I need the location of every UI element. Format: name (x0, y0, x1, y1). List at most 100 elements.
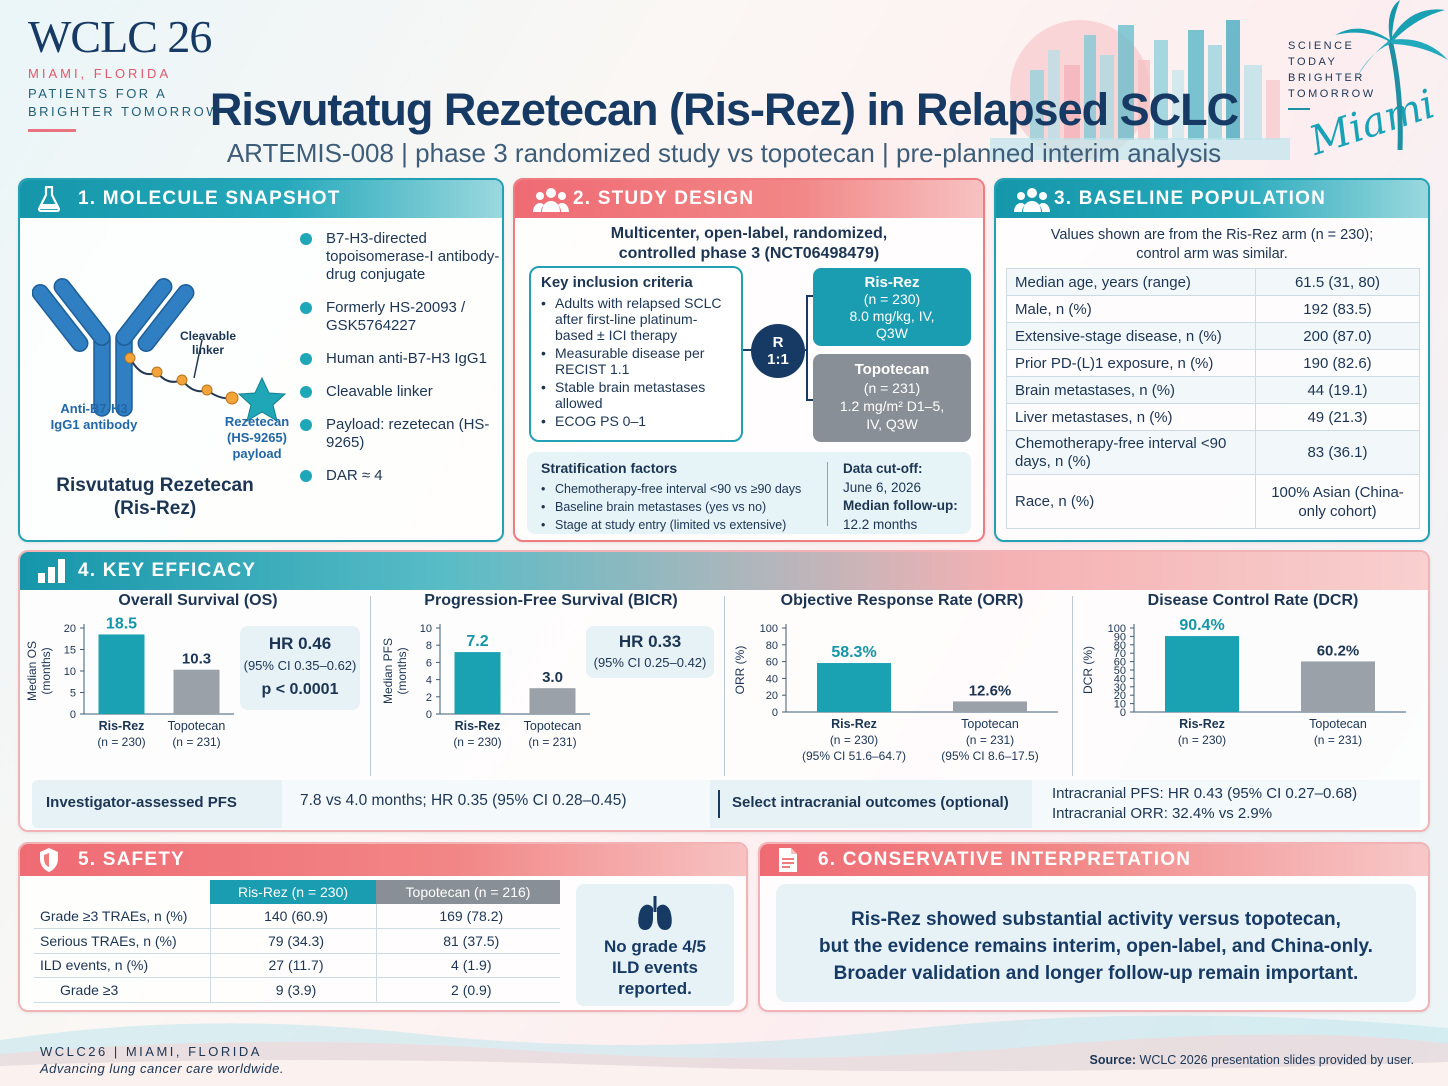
table-cell-value: 49 (21.3) (1255, 403, 1420, 431)
flask-icon (38, 184, 78, 214)
people-group-icon (1014, 184, 1054, 214)
baseline-population-panel: 3. BASELINE POPULATION Values shown are … (994, 178, 1430, 542)
molecule-name-line: (Ris-Rez) (113, 498, 197, 519)
data-label: 90.4% (1179, 617, 1224, 634)
source-label: Source: (1089, 1053, 1137, 1067)
y-tick-label: 80 (766, 640, 778, 652)
footer-wave-decoration (0, 1015, 1448, 1086)
table-header: Topotecan (n = 216) (376, 880, 560, 904)
bar (817, 663, 891, 712)
intracranial-label: Select intracranial outcomes (optional) (732, 794, 1009, 811)
logo-mark: WCLC 26 (28, 11, 212, 62)
chart-title: Objective Response Rate (ORR) (780, 592, 1024, 609)
payload-label: payload (232, 446, 281, 461)
footer-tagline: Advancing lung cancer care worldwide. (40, 1061, 284, 1076)
bar (454, 652, 501, 714)
design-panel-title: 2. STUDY DESIGN (573, 188, 755, 209)
y-tick-label: 6 (426, 657, 432, 669)
data-label: 60.2% (1317, 642, 1360, 659)
data-label: 3.0 (542, 669, 563, 686)
table-cell-label: Extensive-stage disease, n (%) (1006, 322, 1256, 350)
safety-panel-header: 5. SAFETY (20, 844, 746, 876)
page-subtitle: ARTEMIS-008 | phase 3 randomized study v… (226, 138, 1222, 168)
chart-title: Overall Survival (OS) (118, 592, 278, 609)
table-cell-label: ILD events, n (%) (34, 953, 210, 978)
divider (370, 596, 371, 776)
arm-dose: IV, Q3W (866, 416, 918, 432)
x-tick-note: (95% CI 8.6–17.5) (941, 749, 1038, 763)
y-tick-label: 20 (1114, 690, 1126, 702)
y-axis-label: Median PFS(months) (381, 638, 409, 704)
x-tick-label: Topotecan (961, 717, 1019, 731)
arm-topotecan: Topotecan (n = 231) 1.2 mg/m² D1–5, IV, … (813, 354, 971, 442)
list-item: Payload: rezetecan (HS-9265) (300, 416, 500, 452)
x-tick-label: Topotecan (168, 719, 226, 733)
antibody-label: IgG1 antibody (51, 417, 138, 432)
y-tick-label: 80 (1114, 640, 1126, 652)
side-tagline-line: TOMORROW (1288, 88, 1376, 100)
table-cell-value: 61.5 (31, 80) (1255, 268, 1420, 296)
logo-location: MIAMI, FLORIDA (28, 66, 172, 81)
cutoff-label: Data cut-off: (843, 461, 923, 476)
bar (953, 701, 1027, 712)
stratification-list: Chemotherapy-free interval <90 vs ≥90 da… (541, 480, 801, 534)
table-cell-value: 140 (60.9) (209, 904, 376, 929)
confidence-interval: (95% CI 0.25–0.42) (593, 655, 707, 670)
design-summary-line: Multicenter, open-label, randomized, (610, 225, 888, 242)
y-tick-label: 2 (426, 692, 432, 704)
side-tagline: SCIENCE TODAY BRIGHTER TOMORROW (1288, 38, 1376, 110)
ild-message-line: reported. (618, 979, 692, 998)
arm-n: (n = 230) (863, 291, 921, 307)
intracranial-orr: Intracranial ORR: 32.4% vs 2.9% (1052, 805, 1273, 822)
y-tick-label: 90 (1114, 631, 1126, 643)
molecule-bullet-list: B7-H3-directed topoisomerase-I antibody-… (300, 230, 500, 500)
footer-source: Source: WCLC 2026 presentation slides pr… (1090, 1053, 1415, 1067)
bar (98, 634, 145, 714)
table-row: Liver metastases, n (%)49 (21.3) (1006, 403, 1420, 431)
y-tick-label: 0 (772, 707, 778, 719)
divider (724, 596, 725, 776)
side-tagline-line: TODAY (1288, 56, 1338, 68)
interpretation-line: Broader validation and longer follow-up … (833, 963, 1359, 984)
y-tick-label: 10 (1114, 699, 1126, 711)
document-icon (778, 845, 818, 875)
bar (1165, 636, 1239, 712)
bar (173, 669, 220, 714)
table-cell-label: Race, n (%) (1006, 474, 1256, 529)
y-tick-label: 8 (426, 640, 432, 652)
arm-ris-rez: Ris-Rez (n = 230) 8.0 mg/kg, IV, Q3W (813, 268, 971, 346)
interpretation-line: Ris-Rez showed substantial activity vers… (851, 909, 1341, 930)
data-label: 58.3% (831, 644, 876, 661)
safety-panel: 5. SAFETY Ris-Rez (n = 230) Topotecan (n… (18, 842, 748, 1012)
list-item: Cleavable linker (300, 383, 500, 401)
footer-brand: WCLC26 | MIAMI, FLORIDA (40, 1044, 262, 1059)
y-tick-label: 15 (64, 645, 76, 657)
list-item: B7-H3-directed topoisomerase-I antibody-… (300, 230, 500, 284)
key-efficacy-panel: 4. KEY EFFICACY Overall Survival (OS) Me… (18, 550, 1430, 832)
table-header-row: Ris-Rez (n = 230) Topotecan (n = 216) (34, 880, 560, 904)
arm-name: Topotecan (854, 361, 930, 378)
followup-value: 12.2 months (843, 516, 918, 532)
chart-title: Disease Control Rate (DCR) (1147, 592, 1359, 609)
arm-dose: Q3W (876, 325, 908, 341)
arm-n: (n = 231) (863, 380, 921, 396)
y-axis-label: DCR (%) (1081, 646, 1095, 694)
design-summary: Multicenter, open-label, randomized, con… (515, 224, 983, 264)
y-axis-label: Median OS(months) (25, 641, 53, 701)
table-row: Extensive-stage disease, n (%)200 (87.0) (1006, 322, 1420, 350)
baseline-note-line: Values shown are from the Ris-Rez arm (n… (1050, 227, 1374, 243)
divider (718, 790, 720, 818)
x-tick-note: (n = 231) (528, 735, 576, 749)
interpretation-panel: 6. CONSERVATIVE INTERPRETATION Ris-Rez s… (758, 842, 1430, 1012)
x-tick-note: (n = 231) (172, 735, 220, 749)
intracranial-pfs: Intracranial PFS: HR 0.43 (95% CI 0.27–0… (1052, 785, 1358, 802)
table-cell-label: Median age, years (range) (1006, 268, 1256, 296)
design-summary-line: controlled phase 3 (NCT06498479) (618, 245, 880, 262)
baseline-table: Median age, years (range)61.5 (31, 80) M… (1006, 268, 1420, 529)
table-cell-value: 27 (11.7) (209, 953, 376, 978)
table-cell-label: Grade ≥3 (34, 977, 210, 1003)
ild-message-line: No grade 4/5 (603, 937, 707, 956)
